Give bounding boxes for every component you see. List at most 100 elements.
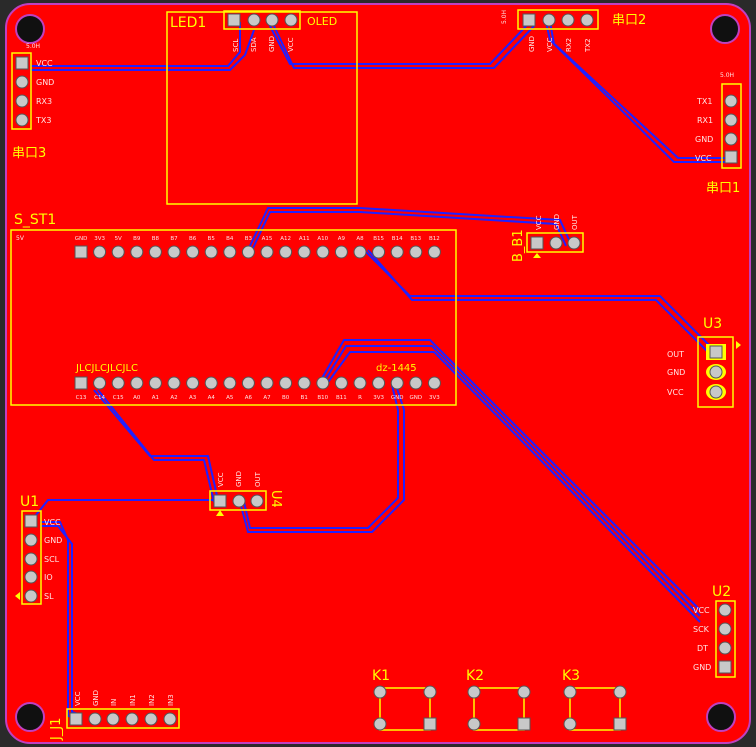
pin-pad [334,245,348,259]
chuankou1-tag: 5.0H [720,72,734,79]
pin-pad [353,245,367,259]
trace [239,384,405,533]
pin-pad [284,13,298,27]
u3-footprint[interactable]: U3 OUT GND VCC [667,316,741,408]
u1-ref: U1 [20,494,39,510]
s-st1-top-pin-label: B12 [429,236,440,242]
chuankou1-footprint[interactable]: 5.0H TX1 RX1 GND VCC 串口1 [695,72,742,196]
pin-pad [373,717,387,731]
chuankou1-header [721,83,742,169]
pin-pad [167,245,181,259]
led1-ref: LED1 [170,15,206,31]
pin-pad [15,94,29,108]
u4-pin-label: VCC [217,472,225,487]
led1-pin-label: GND [268,36,276,52]
u2-footprint[interactable]: U2 VCC SCK DT GND [693,584,736,678]
s-st1-bottom-pin-label: B11 [336,395,347,401]
s-st1-top-tag: 5V [16,235,25,242]
pin-pad [279,376,293,390]
u2-header [715,600,736,678]
k2-footprint[interactable]: K2 [466,668,531,731]
s-st1-top-pin-label: A15 [262,236,273,242]
led1-footprint[interactable]: LED1 OLED SCL SDA GND VCC [166,10,358,205]
s-st1-bottom-pin-label: 3V3 [429,395,440,401]
b-b1-pin-label: VCC [535,215,543,230]
chuankou2-tag: 5.0H [501,10,508,24]
trace [97,389,215,503]
pin-pad [24,552,38,566]
pin1-marker [15,592,20,600]
pin-pad [130,245,144,259]
pin-pad-square [709,345,723,359]
pin-pad [241,245,255,259]
u2-ref: U2 [712,584,731,600]
led1-header [223,10,301,30]
s-st1-bottom-pin-label: A3 [189,395,197,401]
b-b1-footprint[interactable]: VCC GND OUT B_B1 [511,214,584,262]
pin-pad [186,245,200,259]
chuankou1-ref: 串口1 [706,181,740,196]
chuankou2-pin-label: VCC [546,37,554,52]
u1-footprint[interactable]: U1 VCC GND SCL IO SL [15,494,62,605]
pin-pad [409,245,423,259]
s-st1-bottom-pin-label: R [358,395,362,401]
chuankou3-pin-label: TX3 [35,116,51,125]
s-st1-top-pin-label: A10 [317,236,328,242]
chuankou3-pin-label: RX3 [36,97,52,106]
trace-layer [30,21,732,719]
u1-pin-label: IO [44,573,53,582]
pin-pad [709,385,723,399]
k3-footprint[interactable]: K3 [562,668,627,731]
pin-pad [561,13,575,27]
k3-ref: K3 [562,668,580,684]
s-st1-silk-left: JLCJLCJLCJLC [75,363,138,374]
s-st1-top-pin-label: 3V3 [94,236,105,242]
s-st1-top-pin-label: B15 [373,236,384,242]
s-st1-top-pin-label: B8 [152,236,160,242]
pin-pad-square [69,712,83,726]
chuankou2-ref: 串口2 [612,13,646,28]
chuankou2-pin-label: GND [528,36,536,52]
u4-footprint[interactable]: VCC GND OUT U4 [209,471,283,516]
j-j1-pin-label: IN3 [167,694,175,706]
trace [367,249,709,353]
k1-footprint[interactable]: K1 [372,668,437,731]
chuankou2-footprint[interactable]: 5.0H 串口2 GND VCC RX2 TX2 [501,9,646,53]
pin-pad [241,376,255,390]
pin-pad [186,376,200,390]
pin1-marker [216,510,224,516]
chuankou1-pin-label: GND [695,135,713,144]
j-j1-footprint[interactable]: J_J1 VCC GND IN IN1 IN2 IN3 [49,690,180,741]
pin-pad [467,717,481,731]
pin-pad-square [530,236,544,250]
pin-pad [15,75,29,89]
chuankou1-pin-label: VCC [695,154,712,163]
s-st1-ref: S_ST1 [14,212,56,228]
trace [30,29,255,71]
pin-pad [542,13,556,27]
j-j1-pin-label: IN2 [148,694,156,706]
pin-pad [563,717,577,731]
chuankou3-footprint[interactable]: 5.0H VCC GND RX3 TX3 串口3 [11,43,54,161]
pin-pad [204,376,218,390]
pin-pad [390,376,404,390]
j-j1-pin-label: VCC [74,691,82,706]
pin-pad [93,245,107,259]
trace [31,499,216,521]
s-st1-top-pin-label: B4 [226,236,234,242]
pin-pad [297,376,311,390]
u4-ref: U4 [268,490,283,508]
pin-pad [279,245,293,259]
pin-pad [409,376,423,390]
pin-pad [718,622,732,636]
trace [247,207,571,251]
pin-pad [467,685,481,699]
s-st1-bottom-pin-label: A4 [208,395,216,401]
s-st1-top-pin-label: A9 [338,236,346,242]
pin-pad [567,236,581,250]
pin-pad [167,376,181,390]
s-st1-bottom-pin-label: A6 [245,395,253,401]
pin-pad [144,712,158,726]
